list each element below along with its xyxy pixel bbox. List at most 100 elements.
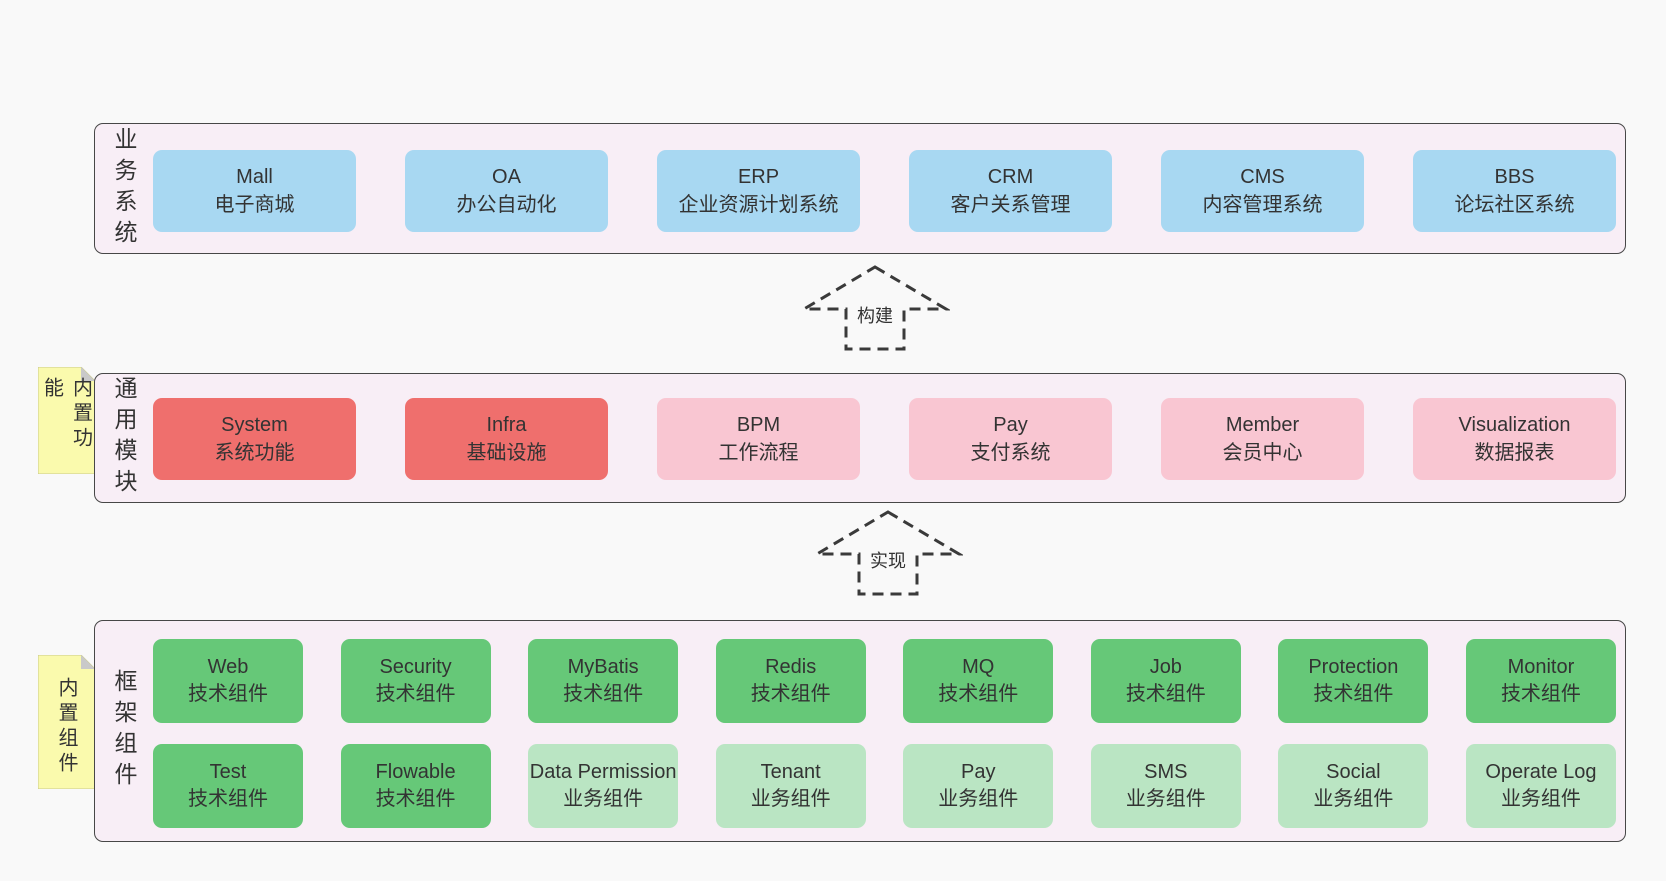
box-oa: OA 办公自动化 bbox=[405, 150, 608, 232]
box-subtitle: 办公自动化 bbox=[456, 194, 557, 216]
box-mq: MQ 技术组件 bbox=[903, 639, 1054, 723]
box-subtitle: 业务组件 bbox=[1313, 788, 1394, 810]
box-subtitle: 技术组件 bbox=[563, 683, 644, 705]
arrow-build: 构建 bbox=[800, 264, 950, 352]
box-title: SMS bbox=[1144, 761, 1188, 783]
box-data-permission: Data Permission 业务组件 bbox=[528, 744, 679, 828]
box-subtitle: 基础设施 bbox=[466, 442, 547, 464]
box-security: Security 技术组件 bbox=[340, 639, 491, 723]
folded-corner-icon bbox=[81, 655, 95, 669]
box-title: Redis bbox=[765, 656, 817, 678]
box-subtitle: 电子商城 bbox=[214, 194, 295, 216]
box-infra: Infra 基础设施 bbox=[405, 398, 608, 480]
sticky-label: 内置功能 bbox=[40, 377, 92, 452]
box-subtitle: 技术组件 bbox=[375, 683, 456, 705]
box-subtitle: 支付系统 bbox=[970, 442, 1051, 464]
box-subtitle: 技术组件 bbox=[938, 683, 1019, 705]
box-job: Job 技术组件 bbox=[1090, 639, 1241, 723]
box-subtitle: 业务组件 bbox=[750, 788, 831, 810]
box-title: ERP bbox=[737, 166, 780, 188]
box-title: BPM bbox=[736, 414, 781, 436]
box-title: Infra bbox=[486, 414, 527, 436]
box-subtitle: 技术组件 bbox=[375, 788, 456, 810]
box-title: OA bbox=[492, 166, 521, 188]
band-framework-components: 框架组件 Web 技术组件 Security 技术组件 MyBatis 技术组件… bbox=[94, 620, 1626, 842]
box-subtitle: 论坛社区系统 bbox=[1454, 194, 1575, 216]
box-visualization: Visualization 数据报表 bbox=[1413, 398, 1616, 480]
box-title: Security bbox=[379, 656, 452, 678]
framework-row-2: Test 技术组件 Flowable 技术组件 Data Permission … bbox=[153, 744, 1616, 828]
box-subtitle: 系统功能 bbox=[214, 442, 295, 464]
arrow-label: 构建 bbox=[854, 302, 896, 328]
band-common-modules: 通用模块 System 系统功能 Infra 基础设施 BPM 工作流程 Pay… bbox=[94, 373, 1626, 503]
box-subtitle: 技术组件 bbox=[750, 683, 831, 705]
box-title: Web bbox=[207, 656, 249, 678]
box-subtitle: 技术组件 bbox=[188, 788, 268, 810]
box-subtitle: 业务组件 bbox=[1500, 788, 1581, 810]
box-cms: CMS 内容管理系统 bbox=[1161, 150, 1364, 232]
box-system: System 系统功能 bbox=[153, 398, 356, 480]
box-subtitle: 技术组件 bbox=[188, 683, 268, 705]
framework-row-1: Web 技术组件 Security 技术组件 MyBatis 技术组件 Redi… bbox=[153, 639, 1616, 723]
box-redis: Redis 技术组件 bbox=[715, 639, 866, 723]
box-title: Monitor bbox=[1507, 656, 1575, 678]
box-title: Operate Log bbox=[1485, 761, 1597, 783]
box-title: Test bbox=[209, 761, 247, 783]
box-pay: Pay 支付系统 bbox=[909, 398, 1112, 480]
sticky-note-shape bbox=[38, 367, 95, 474]
box-mall: Mall 电子商城 bbox=[153, 150, 356, 232]
box-title: CRM bbox=[987, 166, 1034, 188]
box-title: Flowable bbox=[375, 761, 456, 783]
band-label-modules: 通用模块 bbox=[111, 376, 137, 500]
box-member: Member 会员中心 bbox=[1161, 398, 1364, 480]
box-subtitle: 技术组件 bbox=[1500, 683, 1581, 705]
box-social: Social 业务组件 bbox=[1278, 744, 1429, 828]
box-title: System bbox=[221, 414, 288, 436]
box-flowable: Flowable 技术组件 bbox=[340, 744, 491, 828]
box-title: Visualization bbox=[1458, 414, 1571, 436]
arrow-implement: 实现 bbox=[813, 509, 963, 597]
box-title: Tenant bbox=[760, 761, 821, 783]
box-subtitle: 业务组件 bbox=[563, 788, 644, 810]
box-title: Social bbox=[1326, 761, 1381, 783]
box-subtitle: 技术组件 bbox=[1313, 683, 1394, 705]
box-title: MyBatis bbox=[567, 656, 639, 678]
box-erp: ERP 企业资源计划系统 bbox=[657, 150, 860, 232]
box-title: Data Permission bbox=[529, 761, 677, 783]
box-subtitle: 数据报表 bbox=[1474, 442, 1555, 464]
box-subtitle: 客户关系管理 bbox=[950, 194, 1071, 216]
box-monitor: Monitor 技术组件 bbox=[1465, 639, 1616, 723]
box-test: Test 技术组件 bbox=[153, 744, 303, 828]
box-mybatis: MyBatis 技术组件 bbox=[528, 639, 679, 723]
box-title: Pay bbox=[993, 414, 1028, 436]
box-subtitle: 业务组件 bbox=[1125, 788, 1206, 810]
box-subtitle: 技术组件 bbox=[1125, 683, 1206, 705]
box-title: MQ bbox=[962, 656, 995, 678]
box-pay-business: Pay 业务组件 bbox=[903, 744, 1054, 828]
box-title: Pay bbox=[961, 761, 996, 783]
box-crm: CRM 客户关系管理 bbox=[909, 150, 1112, 232]
box-subtitle: 业务组件 bbox=[938, 788, 1019, 810]
arrow-label: 实现 bbox=[867, 547, 909, 573]
sticky-note-builtin-components: 内置组件 bbox=[38, 655, 95, 789]
box-subtitle: 内容管理系统 bbox=[1202, 194, 1323, 216]
sticky-note-shape bbox=[38, 655, 95, 789]
band-label-framework: 框架组件 bbox=[111, 669, 137, 793]
band-business-systems: 业务系统 Mall 电子商城 OA 办公自动化 ERP 企业资源计划系统 CRM… bbox=[94, 123, 1626, 254]
sticky-label: 内置组件 bbox=[55, 677, 77, 777]
folded-corner-icon bbox=[81, 367, 95, 381]
box-bpm: BPM 工作流程 bbox=[657, 398, 860, 480]
band-label-business: 业务系统 bbox=[111, 126, 137, 251]
box-subtitle: 企业资源计划系统 bbox=[678, 194, 839, 216]
box-title: BBS bbox=[1494, 166, 1535, 188]
box-title: Protection bbox=[1308, 656, 1399, 678]
box-subtitle: 会员中心 bbox=[1222, 442, 1303, 464]
box-protection: Protection 技术组件 bbox=[1278, 639, 1429, 723]
box-subtitle: 工作流程 bbox=[718, 442, 799, 464]
box-title: Mall bbox=[236, 166, 273, 188]
sticky-note-builtin-features: 内置功能 bbox=[38, 367, 95, 474]
box-sms: SMS 业务组件 bbox=[1090, 744, 1241, 828]
box-title: CMS bbox=[1240, 166, 1285, 188]
box-tenant: Tenant 业务组件 bbox=[715, 744, 866, 828]
